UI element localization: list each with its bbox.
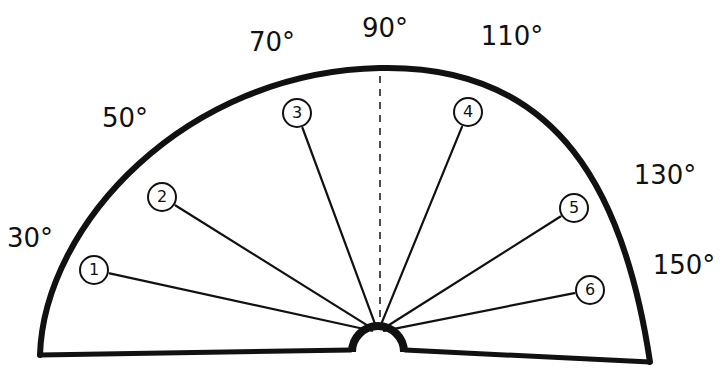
callout-circle: 4: [453, 97, 483, 127]
spoke-line: [110, 273, 373, 330]
angle-label: 30°: [7, 225, 53, 251]
callout-number: 3: [292, 105, 302, 121]
callout-number: 4: [463, 104, 473, 120]
callout-number: 1: [89, 262, 99, 278]
center-dashed-line: [379, 76, 381, 318]
angle-label: 50°: [102, 105, 148, 131]
callout-number: 2: [157, 189, 167, 205]
base-line: [405, 350, 650, 362]
spoke-line: [303, 128, 376, 326]
spoke-line: [380, 127, 462, 327]
angle-label: 130°: [634, 162, 697, 188]
angle-label: 90°: [362, 15, 408, 41]
callout-number: 5: [569, 200, 579, 216]
angle-label: 110°: [481, 23, 544, 49]
callout-circle: 2: [147, 182, 177, 212]
angle-label: 150°: [653, 252, 716, 278]
spoke-line: [384, 293, 574, 331]
callout-circle: 5: [559, 193, 589, 223]
callout-circle: 6: [575, 275, 605, 305]
base-line: [40, 350, 351, 355]
spoke-line: [176, 205, 373, 328]
angle-label: 70°: [249, 29, 295, 55]
callout-circle: 3: [282, 98, 312, 128]
spoke-group: [110, 127, 575, 331]
dome-outline: [40, 68, 650, 362]
hub-semicircle: [352, 326, 404, 352]
callout-number: 6: [585, 282, 595, 298]
callout-circle: 1: [79, 255, 109, 285]
spoke-line: [383, 217, 560, 329]
